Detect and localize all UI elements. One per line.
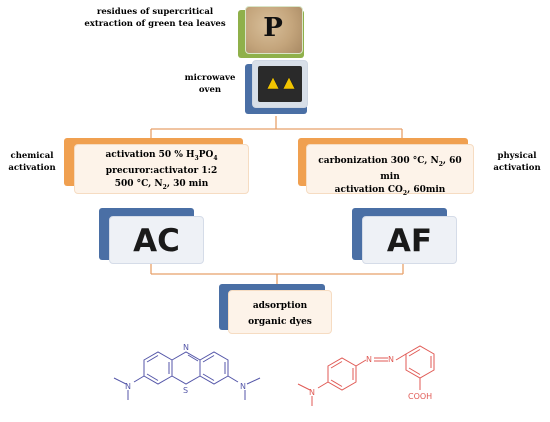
- physical-activation-label: physical activation: [488, 150, 546, 174]
- right-amine-nitrogen: N: [240, 382, 246, 391]
- oven-node: [245, 60, 308, 114]
- adsorption-node: adsorption organic dyes: [219, 284, 332, 334]
- adsorption-line1: adsorption: [252, 301, 308, 311]
- af-node: AF: [352, 208, 457, 264]
- physical-activation-node: carbonization 300 °C, N2, 60 min activat…: [298, 138, 474, 197]
- source-node: P: [238, 6, 304, 58]
- central-thiazine-ring: [171, 351, 201, 385]
- right-benzene-ring: [199, 351, 229, 385]
- chemical-conditions: activation 50 % H3PO4 precuror:activator…: [74, 144, 249, 194]
- physical-conditions: carbonization 300 °C, N2, 60 min activat…: [306, 144, 474, 197]
- oven-label-line2: oven: [198, 85, 222, 95]
- source-label-line2: extraction of green tea leaves: [84, 19, 226, 29]
- amine-nitrogen: N: [309, 388, 315, 397]
- chemical-activation-node: activation 50 % H3PO4 precuror:activator…: [64, 138, 249, 194]
- oven-label: microwave oven: [175, 72, 245, 96]
- source-letter: P: [263, 13, 283, 43]
- azo-nitrogen-1: N: [366, 355, 372, 364]
- source-label-line1: residues of supercritical: [96, 7, 214, 17]
- dimethylaminophenyl-ring: [327, 357, 357, 391]
- green-tea-residue-image: [245, 6, 303, 54]
- warning-icon: [266, 76, 280, 90]
- oven-label-line1: microwave: [184, 73, 236, 83]
- left-benzene-ring: [143, 351, 173, 385]
- physical-label-line2: activation: [493, 163, 541, 173]
- oven-door: [258, 66, 302, 102]
- chemical-line1: activation 50 % H3PO4: [105, 150, 218, 162]
- ring-nitrogen-atom: N: [183, 343, 189, 352]
- physical-line1: carbonization 300 °C, N2, 60 min: [318, 156, 462, 182]
- benzoic-acid-ring: [405, 345, 435, 379]
- physical-label-line1: physical: [497, 151, 537, 161]
- methylene-blue-structure: N S N N: [113, 343, 261, 400]
- chemical-label-line1: chemical: [10, 151, 54, 161]
- physical-line2: activation CO2, 60min: [334, 184, 446, 197]
- chemical-label-line2: activation: [8, 163, 56, 173]
- warning-icon: [282, 76, 296, 90]
- adsorption-text: adsorption organic dyes: [228, 290, 332, 334]
- left-amine-nitrogen: N: [125, 382, 131, 391]
- ac-label: AC: [109, 216, 204, 264]
- carboxyl-group: COOH: [408, 392, 432, 401]
- chemical-line2: precuror:activator 1:2: [105, 165, 218, 176]
- methyl-red-structure: N N N COOH: [297, 345, 435, 406]
- chemical-activation-label: chemical activation: [4, 150, 60, 174]
- microwave-oven-image: [252, 60, 308, 108]
- af-label: AF: [362, 216, 457, 264]
- source-label: residues of supercritical extraction of …: [70, 6, 240, 30]
- ac-node: AC: [99, 208, 204, 264]
- chemical-line3: 500 °C, N2, 30 min: [114, 178, 209, 191]
- azo-nitrogen-2: N: [388, 355, 394, 364]
- ring-sulfur-atom: S: [183, 386, 188, 395]
- adsorption-line2: organic dyes: [248, 317, 312, 327]
- warning-icons: [266, 76, 296, 90]
